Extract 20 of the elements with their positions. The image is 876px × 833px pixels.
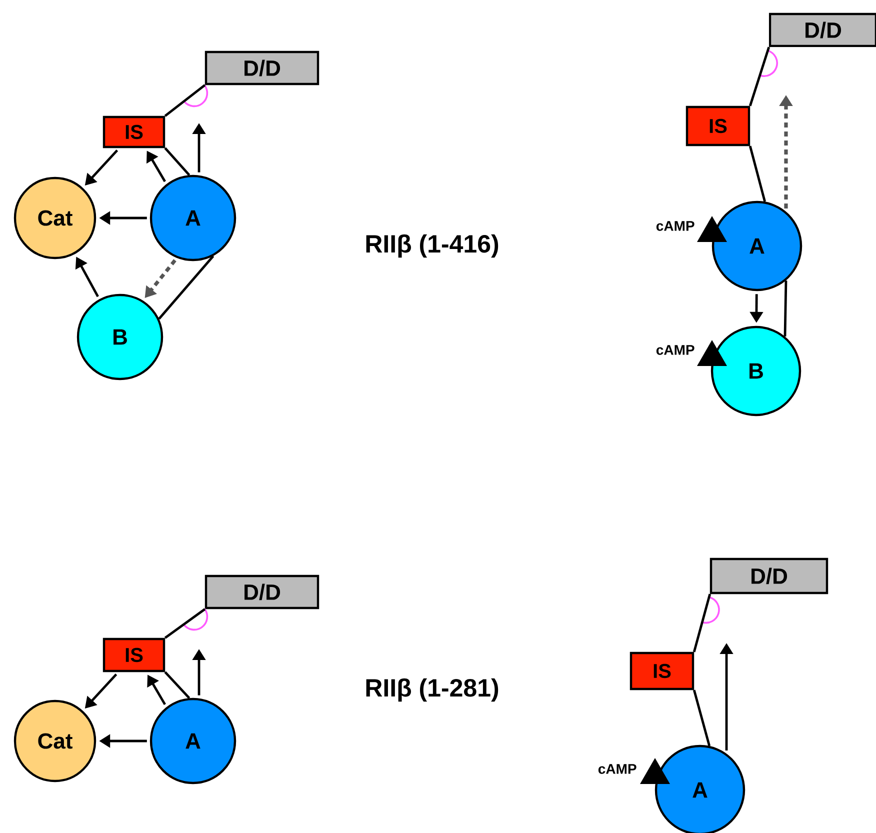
domain-box: IS bbox=[102, 638, 166, 672]
connector-line bbox=[164, 671, 190, 699]
connector-line bbox=[748, 146, 766, 202]
connector-line bbox=[692, 690, 711, 746]
connector-line bbox=[164, 147, 190, 176]
domain-box: D/D bbox=[768, 12, 876, 48]
construct-label: RIIβ (1-416) bbox=[366, 234, 498, 258]
connector-line bbox=[158, 255, 214, 320]
connector-line bbox=[692, 594, 712, 652]
domain-box: IS bbox=[630, 652, 694, 690]
connector-line bbox=[164, 84, 206, 117]
domain-box: D/D bbox=[710, 558, 828, 594]
connector-line bbox=[784, 280, 788, 336]
domain-box: IS bbox=[686, 106, 750, 146]
domain-box: D/D bbox=[204, 50, 320, 86]
domain-box: D/D bbox=[204, 574, 320, 610]
domain-box: IS bbox=[102, 116, 166, 148]
construct-label: RIIβ (1-281) bbox=[366, 678, 498, 702]
connector-line bbox=[748, 46, 770, 106]
connector-line bbox=[164, 608, 206, 639]
